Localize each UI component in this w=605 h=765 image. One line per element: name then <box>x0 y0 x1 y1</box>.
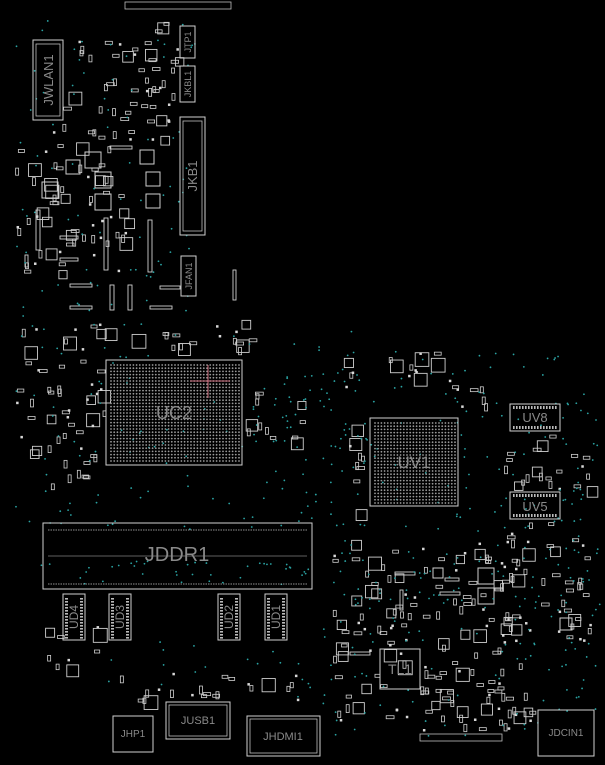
jtp1-label: JTP1 <box>183 31 193 52</box>
ud1-label: UD1 <box>269 605 283 629</box>
jddr1-slot[interactable]: JDDR1 <box>42 522 313 590</box>
tl1-transformer[interactable]: TL1 <box>379 648 421 690</box>
jkb1-label: JKB1 <box>185 160 200 191</box>
jddr1-label: JDDR1 <box>145 544 209 566</box>
uv1-bga[interactable]: UV1 <box>369 417 459 507</box>
jfan1-connector[interactable]: JFAN1 <box>180 255 197 297</box>
uv8-chip[interactable]: UV8 <box>509 403 561 432</box>
top-edge-connector <box>124 1 232 10</box>
jfan1-label: JFAN1 <box>184 262 194 289</box>
jusb1-label: JUSB1 <box>181 715 215 727</box>
uc2-bga[interactable]: UC2 <box>105 359 243 466</box>
uc2-label: UC2 <box>156 403 192 423</box>
jwlan1-label: JWLAN1 <box>41 54 56 105</box>
jkbl1-label: JKBL1 <box>183 71 193 98</box>
tl1-label: TL1 <box>388 661 412 677</box>
ud4-chip[interactable]: UD4 <box>62 593 86 641</box>
jhp1-jack[interactable]: JHP1 <box>112 715 154 753</box>
jdcin1-label: JDCIN1 <box>548 728 583 739</box>
uv8-label: UV8 <box>522 410 547 425</box>
smd-components <box>15 21 599 733</box>
jwlan1-connector[interactable]: JWLAN1 <box>32 39 64 121</box>
jhdmi1-port[interactable]: JHDMI1 <box>246 715 321 757</box>
jhdmi1-label: JHDMI1 <box>263 731 303 743</box>
bottom-edge-connector <box>419 733 503 742</box>
jusb1-port[interactable]: JUSB1 <box>165 701 231 740</box>
uv1-label: UV1 <box>397 453 430 472</box>
ud3-label: UD3 <box>113 605 127 629</box>
ud1-chip[interactable]: UD1 <box>264 593 288 641</box>
jkbl1-connector[interactable]: JKBL1 <box>179 65 196 103</box>
ud4-label: UD4 <box>67 605 81 629</box>
jhp1-label: JHP1 <box>121 729 146 740</box>
jdcin1-jack[interactable]: JDCIN1 <box>537 709 595 757</box>
jtp1-connector[interactable]: JTP1 <box>179 25 196 59</box>
ud2-label: UD2 <box>222 605 236 629</box>
uv5-chip[interactable]: UV5 <box>509 491 561 520</box>
ud3-chip[interactable]: UD3 <box>108 593 132 641</box>
ud2-chip[interactable]: UD2 <box>217 593 241 641</box>
uv5-label: UV5 <box>522 499 547 514</box>
jkb1-connector[interactable]: JKB1 <box>179 116 206 236</box>
